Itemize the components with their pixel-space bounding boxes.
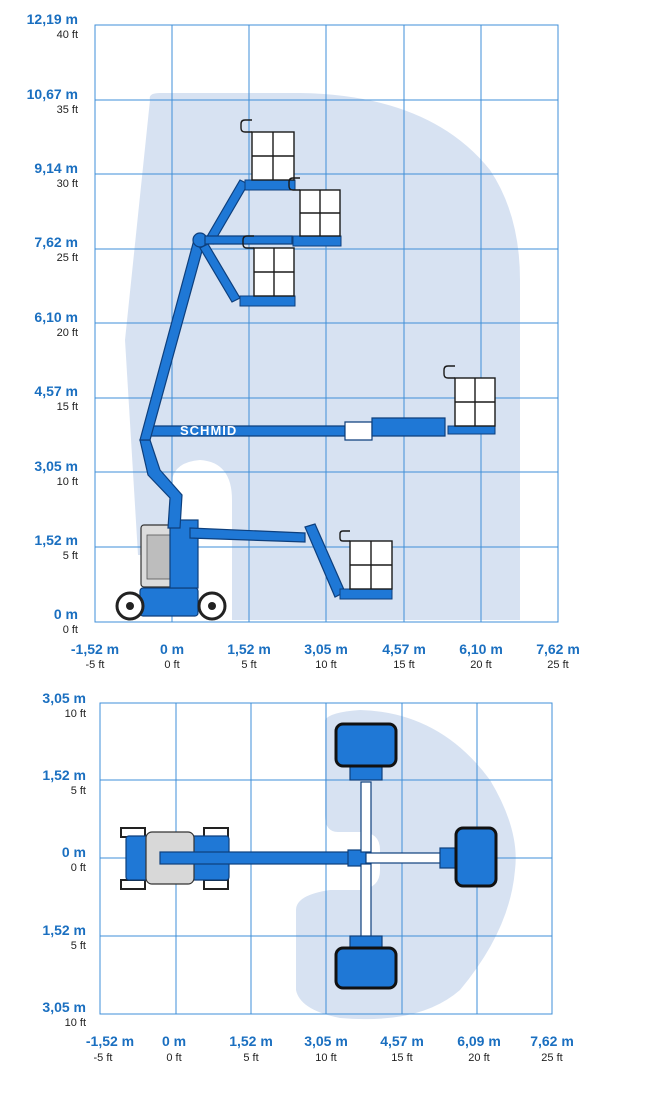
top-boom-main (159, 851, 351, 865)
top-x-label-m: 1,52 m (229, 1033, 273, 1049)
top-y-axis: 3,05 m 10 ft 1,52 m 5 ft 0 m 0 ft 1,52 m… (42, 690, 86, 1029)
top-jib-lower (360, 863, 372, 939)
side-y-label-ft: 20 ft (57, 327, 78, 339)
top-x-label-m: 7,62 m (530, 1033, 574, 1049)
top-y-label-ft: 10 ft (65, 708, 86, 720)
side-y-label-ft: 30 ft (57, 178, 78, 190)
turntable-panel (146, 534, 172, 580)
side-x-label-m: -1,52 m (71, 641, 119, 657)
top-view: 3,05 m 10 ft 1,52 m 5 ft 0 m 0 ft 1,52 m… (42, 690, 573, 1064)
side-y-label-ft: 15 ft (57, 401, 78, 413)
side-x-label-m: 3,05 m (304, 641, 348, 657)
top-y-label-m: 0 m (62, 844, 86, 860)
top-platform-lower (334, 946, 398, 990)
side-x-label-m: 4,57 m (382, 641, 426, 657)
side-x-label-ft: 5 ft (241, 659, 256, 671)
side-x-axis: -1,52 m -5 ft 0 m 0 ft 1,52 m 5 ft 3,05 … (71, 641, 580, 671)
side-y-label-ft: 10 ft (57, 476, 78, 488)
top-y-label-ft: 5 ft (71, 785, 86, 797)
side-low-arm (189, 523, 393, 600)
top-y-label-ft: 0 ft (71, 862, 86, 874)
top-jib (365, 852, 445, 864)
side-y-label-ft: 25 ft (57, 252, 78, 264)
side-x-label-m: 7,62 m (536, 641, 580, 657)
top-x-label-ft: 0 ft (166, 1052, 181, 1064)
side-y-label-m: 4,57 m (34, 383, 78, 399)
front-hub-icon (208, 602, 216, 610)
top-x-label-m: 6,09 m (457, 1033, 501, 1049)
top-y-label-m: 3,05 m (42, 690, 86, 706)
brand-label: SCHMID (180, 423, 237, 438)
top-x-label-ft: -5 ft (94, 1052, 113, 1064)
top-platform-front (454, 826, 498, 888)
side-upper-jibs (199, 119, 342, 307)
top-x-label-m: -1,52 m (86, 1033, 134, 1049)
side-y-label-ft: 0 ft (63, 624, 78, 636)
top-x-label-ft: 15 ft (391, 1052, 412, 1064)
top-y-label-m: 1,52 m (42, 767, 86, 783)
side-x-label-ft: 25 ft (547, 659, 568, 671)
side-x-label-ft: 10 ft (315, 659, 336, 671)
side-y-label-m: 9,14 m (34, 160, 78, 176)
side-view: 12,19 m 40 ft 10,67 m 35 ft 9,14 m 30 ft… (27, 11, 580, 671)
side-y-axis: 12,19 m 40 ft 10,67 m 35 ft 9,14 m 30 ft… (27, 11, 78, 636)
side-y-label-m: 10,67 m (27, 86, 78, 102)
side-y-label-m: 6,10 m (34, 309, 78, 325)
top-x-label-ft: 5 ft (243, 1052, 258, 1064)
top-x-axis: -1,52 m -5 ft 0 m 0 ft 1,52 m 5 ft 3,05 … (86, 1033, 574, 1064)
side-y-label-m: 3,05 m (34, 458, 78, 474)
side-y-label-ft: 35 ft (57, 104, 78, 116)
side-x-label-ft: 20 ft (470, 659, 491, 671)
top-jib-head (439, 847, 457, 869)
side-y-label-m: 7,62 m (34, 234, 78, 250)
side-x-label-ft: 0 ft (164, 659, 179, 671)
top-x-label-ft: 25 ft (541, 1052, 562, 1064)
side-x-label-ft: -5 ft (86, 659, 105, 671)
top-y-label-ft: 5 ft (71, 940, 86, 952)
top-x-label-m: 3,05 m (304, 1033, 348, 1049)
top-machine (120, 722, 498, 990)
top-platform-upper-mount (349, 765, 383, 781)
side-y-label-m: 12,19 m (27, 11, 78, 27)
top-platform-upper (334, 722, 398, 768)
top-wheel-icon (203, 879, 229, 890)
side-x-label-m: 0 m (160, 641, 184, 657)
side-y-label-ft: 5 ft (63, 550, 78, 562)
side-y-label-m: 0 m (54, 606, 78, 622)
side-y-label-ft: 40 ft (57, 29, 78, 41)
top-x-label-m: 4,57 m (380, 1033, 424, 1049)
top-x-label-ft: 10 ft (315, 1052, 336, 1064)
side-horizontal-arm: SCHMID (147, 365, 496, 441)
side-y-label-m: 1,52 m (34, 532, 78, 548)
top-x-label-m: 0 m (162, 1033, 186, 1049)
chassis-frame (139, 587, 199, 617)
top-y-label-ft: 10 ft (65, 1017, 86, 1029)
side-x-label-m: 6,10 m (459, 641, 503, 657)
side-x-label-m: 1,52 m (227, 641, 271, 657)
top-wheel-icon (120, 879, 146, 890)
rear-hub-icon (126, 602, 134, 610)
top-jib-upper (360, 781, 372, 853)
top-x-label-ft: 20 ft (468, 1052, 489, 1064)
top-y-label-m: 3,05 m (42, 999, 86, 1015)
top-y-label-m: 1,52 m (42, 922, 86, 938)
side-x-label-ft: 15 ft (393, 659, 414, 671)
